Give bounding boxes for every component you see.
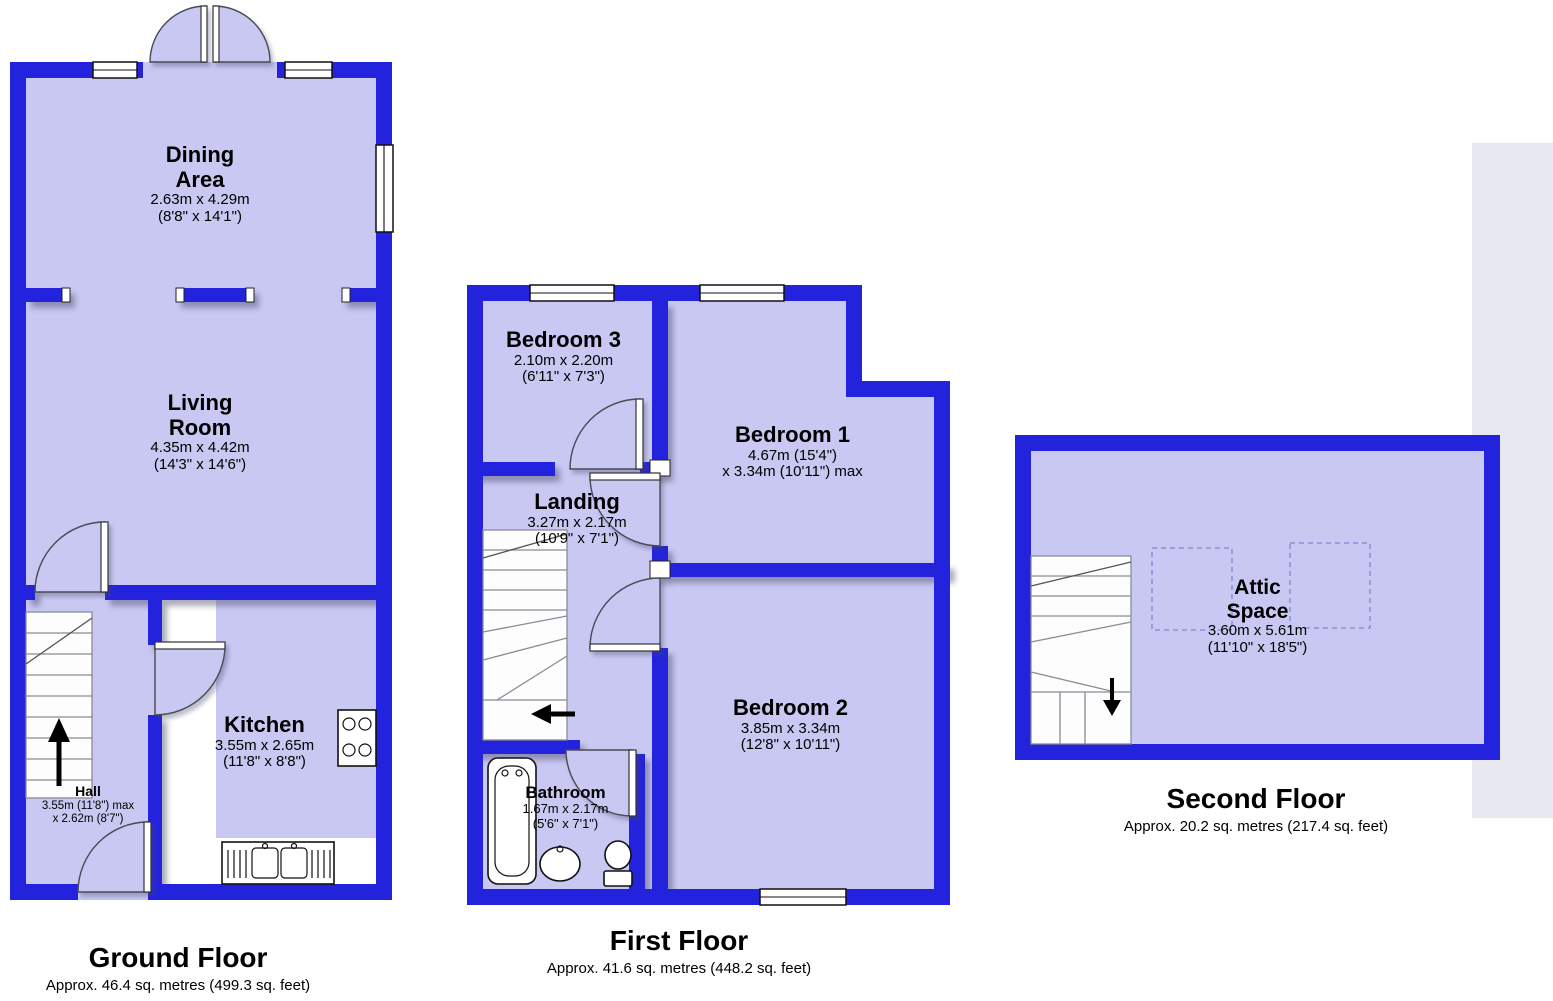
room-name: Bedroom 1 bbox=[735, 422, 850, 447]
window bbox=[284, 61, 333, 79]
room-label-kitchen: Kitchen 3.55m x 2.65m (11'8" x 8'8") bbox=[172, 712, 357, 771]
entrance-door bbox=[77, 821, 152, 893]
kitchen-door bbox=[154, 641, 226, 716]
room-dim-imperial: x 3.34m (10'11") max bbox=[722, 463, 863, 481]
room-dim-imperial: (5'6" x 7'1") bbox=[532, 815, 599, 831]
bedroom2-door bbox=[589, 577, 661, 652]
room-label-living-room: Living Room 4.35m x 4.42m (14'3" x 14'6"… bbox=[110, 390, 290, 474]
room-label-hall: Hall 3.55m (11'8") max x 2.62m (8'7") bbox=[20, 783, 156, 825]
bedroom3-door bbox=[569, 398, 644, 470]
room-name: Dining Area bbox=[165, 142, 235, 192]
toilet bbox=[603, 840, 633, 887]
room-name: Bathroom bbox=[525, 783, 606, 802]
room-dim-imperial: (14'3" x 14'6") bbox=[153, 456, 247, 474]
bedroom1-door bbox=[589, 472, 661, 547]
room-name: Landing bbox=[534, 489, 620, 514]
stairs-direction-arrow bbox=[531, 704, 575, 724]
room-dim-metric: 3.85m x 3.34m bbox=[740, 719, 841, 737]
room-dim-metric: 3.60m x 5.61m bbox=[1207, 622, 1308, 640]
room-label-bedroom3: Bedroom 3 2.10m x 2.20m (6'11" x 7'3") bbox=[476, 327, 651, 386]
ground-floor-caption: Ground Floor Approx. 46.4 sq. metres (49… bbox=[23, 940, 333, 996]
room-dim-imperial: (11'10" x 18'5") bbox=[1207, 638, 1308, 656]
room-dim-metric: 2.63m x 4.29m bbox=[150, 191, 250, 209]
wall-end-caps bbox=[61, 287, 351, 303]
room-name: Bedroom 2 bbox=[733, 695, 848, 720]
first-floor-caption: First Floor Approx. 41.6 sq. metres (448… bbox=[519, 923, 839, 979]
stairs-direction-arrow bbox=[1103, 678, 1121, 716]
second-outer-walls bbox=[1015, 435, 1500, 760]
bathroom-door bbox=[565, 749, 637, 817]
ground-outer-walls bbox=[10, 62, 392, 900]
floor-area: Approx. 20.2 sq. metres (217.4 sq. feet) bbox=[1123, 818, 1389, 836]
ground-floor-plan bbox=[10, 5, 394, 900]
first-floor-plan bbox=[467, 284, 950, 906]
room-name: Hall bbox=[75, 783, 101, 799]
room-label-attic-space: Attic Space 3.60m x 5.61m (11'10" x 18'5… bbox=[1155, 576, 1360, 657]
living-room-door bbox=[34, 521, 109, 593]
sink bbox=[539, 845, 581, 882]
room-dim-imperial: (6'11" x 7'3") bbox=[522, 368, 605, 386]
room-dim-metric: 3.55m (11'8") max bbox=[41, 799, 135, 812]
staircase bbox=[482, 529, 568, 741]
window bbox=[759, 888, 847, 906]
french-doors bbox=[149, 5, 271, 63]
floor-title: Second Floor bbox=[1166, 783, 1346, 814]
room-name: Attic Space bbox=[1226, 576, 1289, 623]
second-floor-caption: Second Floor Approx. 20.2 sq. metres (21… bbox=[1091, 781, 1421, 837]
room-dim-imperial: (12'8" x 10'11") bbox=[740, 736, 841, 754]
room-dim-imperial: x 2.62m (8'7") bbox=[52, 812, 124, 825]
room-name: Bedroom 3 bbox=[506, 327, 621, 352]
room-dim-metric: 3.55m x 2.65m bbox=[214, 736, 315, 754]
room-name: Kitchen bbox=[224, 712, 305, 737]
room-dim-imperial: (11'8" x 8'8") bbox=[223, 753, 306, 771]
room-dim-metric: 1.67m x 2.17m bbox=[522, 801, 609, 817]
window bbox=[699, 284, 785, 302]
floor-title: First Floor bbox=[609, 925, 749, 956]
dashed-roof-outline bbox=[1151, 542, 1371, 631]
window bbox=[375, 144, 394, 233]
second-floor-plan bbox=[1015, 435, 1500, 760]
floor-area: Approx. 41.6 sq. metres (448.2 sq. feet) bbox=[546, 960, 812, 978]
first-outer-walls bbox=[467, 285, 950, 905]
floor-area: Approx. 46.4 sq. metres (499.3 sq. feet) bbox=[45, 977, 311, 995]
staircase bbox=[1030, 555, 1132, 745]
room-name: Living Room bbox=[167, 390, 233, 440]
kitchen-sink bbox=[221, 841, 335, 885]
room-label-bathroom: Bathroom 1.67m x 2.17m (5'6" x 7'1") bbox=[483, 783, 648, 831]
window bbox=[92, 61, 138, 79]
bath bbox=[487, 757, 537, 885]
room-dim-metric: 4.67m (15'4") bbox=[747, 446, 838, 464]
room-label-bedroom1: Bedroom 1 4.67m (15'4") x 3.34m (10'11")… bbox=[690, 422, 895, 481]
room-dim-metric: 4.35m x 4.42m bbox=[150, 439, 250, 457]
room-dim-imperial: (10'9" x 7'1") bbox=[535, 530, 619, 548]
french-door-opening bbox=[143, 62, 277, 78]
room-dim-metric: 2.10m x 2.20m bbox=[513, 351, 614, 369]
room-label-dining-area: Dining Area 2.63m x 4.29m (8'8" x 14'1") bbox=[110, 142, 290, 226]
room-label-landing: Landing 3.27m x 2.17m (10'9" x 7'1") bbox=[487, 489, 667, 548]
room-dim-metric: 3.27m x 2.17m bbox=[527, 513, 627, 531]
room-label-bedroom2: Bedroom 2 3.85m x 3.34m (12'8" x 10'11") bbox=[688, 695, 893, 754]
hob bbox=[337, 709, 377, 767]
window bbox=[529, 284, 615, 302]
room-dim-imperial: (8'8" x 14'1") bbox=[158, 208, 242, 226]
floor-title: Ground Floor bbox=[88, 942, 268, 973]
stairs-direction-arrow bbox=[48, 718, 70, 786]
